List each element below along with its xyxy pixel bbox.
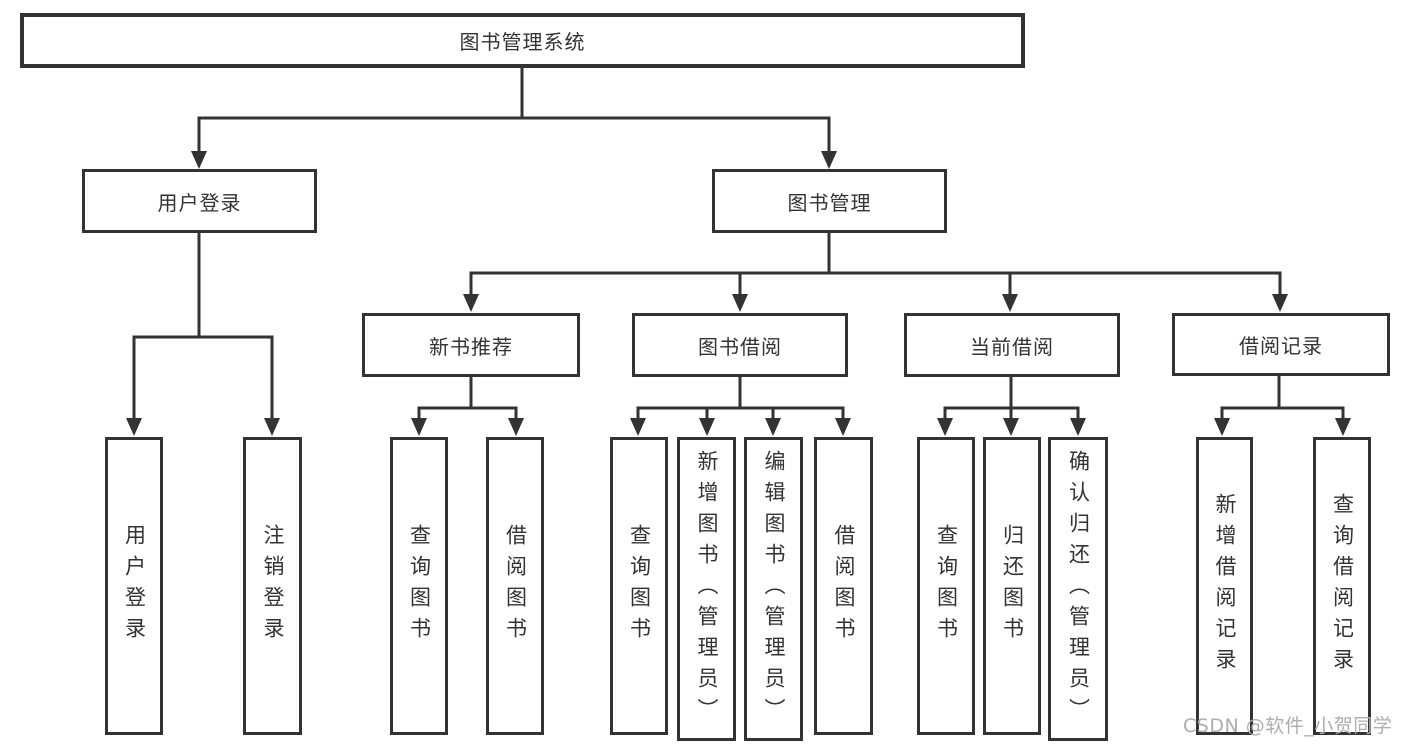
arrow-down-icon xyxy=(630,418,646,436)
leaf-label: 查询借阅记录 xyxy=(1330,493,1355,679)
arrow-down-icon xyxy=(463,294,479,312)
arrow-down-icon xyxy=(264,418,280,436)
leaf-label: 新增借阅记录 xyxy=(1213,493,1237,679)
leaf-label: 编辑图书（管理员） xyxy=(762,449,786,729)
node-current-borrow: 当前借阅 xyxy=(904,313,1120,377)
arrow-down-icon xyxy=(1070,418,1086,436)
leaf-label: 新增图书（管理员） xyxy=(695,449,719,729)
leaf-logout: 注销登录 xyxy=(243,437,302,735)
leaf-add-borrow-record: 新增借阅记录 xyxy=(1196,437,1253,735)
leaf-borrow-books: 借阅图书 xyxy=(814,437,873,735)
leaf-label: 查询图书 xyxy=(627,524,652,648)
leaf-label: 注销登录 xyxy=(261,524,285,648)
arrow-down-icon xyxy=(765,418,781,436)
arrow-down-icon xyxy=(835,418,851,436)
leaf-label: 查询图书 xyxy=(407,524,432,648)
arrow-down-icon xyxy=(1335,418,1351,436)
arrow-down-icon xyxy=(126,418,142,436)
arrow-down-icon xyxy=(1003,418,1019,436)
arrow-down-icon xyxy=(1002,294,1018,312)
leaf-query-books-recommend: 查询图书 xyxy=(390,437,448,735)
arrow-down-icon xyxy=(937,418,953,436)
node-book-management: 图书管理 xyxy=(712,169,947,233)
leaf-borrow-books-recommend: 借阅图书 xyxy=(486,437,544,735)
node-book-borrow: 图书借阅 xyxy=(632,313,848,377)
node-borrow-records: 借阅记录 xyxy=(1172,313,1390,376)
arrow-down-icon xyxy=(699,418,715,436)
arrow-down-icon xyxy=(1214,418,1230,436)
leaf-query-books-current: 查询图书 xyxy=(917,437,975,735)
connector-lines xyxy=(132,66,1345,421)
leaf-label: 确认归还（管理员） xyxy=(1066,449,1091,729)
leaf-label: 归还图书 xyxy=(1000,524,1025,648)
leaf-edit-books-admin: 编辑图书（管理员） xyxy=(744,437,803,741)
leaf-confirm-return-admin: 确认归还（管理员） xyxy=(1048,437,1108,741)
leaf-label: 用户登录 xyxy=(122,524,147,648)
leaf-return-books: 归还图书 xyxy=(983,437,1041,735)
arrow-down-icon xyxy=(191,151,207,169)
arrow-down-icon xyxy=(508,418,524,436)
leaf-label: 查询图书 xyxy=(934,524,959,648)
node-user-login: 用户登录 xyxy=(82,169,317,233)
arrowheads xyxy=(126,151,1351,436)
arrow-down-icon xyxy=(732,294,748,312)
watermark: CSDN @软件_小贺同学 xyxy=(1183,715,1393,737)
node-new-book-recommend: 新书推荐 xyxy=(362,313,580,377)
arrow-down-icon xyxy=(1272,294,1288,312)
node-library-management-system: 图书管理系统 xyxy=(20,13,1025,68)
leaf-label: 借阅图书 xyxy=(832,524,856,648)
leaf-query-borrow-record: 查询借阅记录 xyxy=(1313,437,1371,735)
arrow-down-icon xyxy=(821,151,837,169)
leaf-add-books-admin: 新增图书（管理员） xyxy=(677,437,736,741)
leaf-user-login: 用户登录 xyxy=(105,437,163,735)
arrow-down-icon xyxy=(411,418,427,436)
leaf-label: 借阅图书 xyxy=(503,524,528,648)
leaf-query-books-borrow: 查询图书 xyxy=(610,437,668,735)
